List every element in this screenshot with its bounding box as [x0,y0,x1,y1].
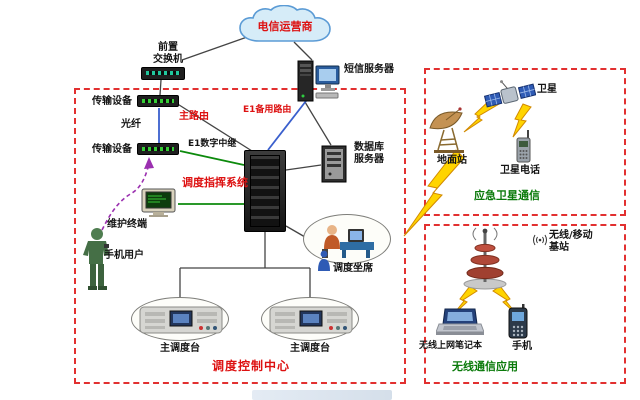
cloud-shape [239,4,331,42]
maintenance-terminal-icon [141,188,177,222]
satellite-phone-label: 卫星电话 [500,165,540,176]
console-ellipse-2 [261,297,359,341]
operator-person-icon [317,250,331,276]
dispatch-system-label: 调度指挥系统 [182,176,248,189]
dispatch-seat-label: 调度坐席 [333,263,373,274]
mobile-user-label: 手机用户 [104,250,144,261]
transmission-device-2 [137,143,179,155]
e1-backup-route-label: E1备用路由 [243,105,292,115]
ground-station-icon [426,106,480,158]
console-ellipse-1 [131,297,229,341]
wireless-comm-box [424,224,626,384]
mobile-phone-label: 手机 [512,341,532,352]
satellite-comm-box [424,68,626,216]
dispatch-seat-ellipse [303,214,391,264]
telecom-operator-label: 电信运营商 [257,20,313,33]
console-label-1: 主调度台 [160,343,200,354]
mobile-user-icon [78,226,116,296]
base-station-label: 无线/移动 基站 [549,230,593,253]
antenna-waves-icon [532,231,548,250]
sms-server-icon [296,58,342,108]
transmission-label-1: 传输设备 [92,96,132,107]
laptop-label: 无线上网笔记本 [419,341,483,351]
laptop-icon [435,308,485,342]
transmission-label-2: 传输设备 [92,144,132,155]
transmission-device-1 [137,95,179,107]
maintenance-terminal-label: 维护终端 [107,219,147,230]
e1-digital-trunk-label: E1数字中继 [188,139,237,149]
satellite-icon [483,78,537,116]
wireless-section-title: 无线通信应用 [452,360,518,373]
satellite-phone-icon [514,130,534,168]
ground-station-label: 地面站 [437,155,467,166]
server-rack [244,150,286,232]
main-route-label: 主路由 [179,111,209,122]
fiber-label: 光纤 [121,119,141,130]
console-icon-2 [269,306,353,334]
mobile-phone-icon [506,304,530,346]
sms-server-label: 短信服务器 [344,64,394,75]
front-switch-device [141,67,185,80]
satellite-section-title: 应急卫星通信 [474,189,540,202]
satellite-label: 卫星 [537,84,557,95]
database-server-label: 数据库 服务器 [354,142,384,165]
watermark [252,390,392,400]
front-switch-label: 前置 交换机 [153,42,183,65]
console-label-2: 主调度台 [290,343,330,354]
base-station-icon [456,226,514,296]
control-center-title: 调度控制中心 [212,359,291,373]
database-server-icon [320,144,348,188]
telecom-operator-cloud: 电信运营商 [235,4,335,45]
console-icon-1 [139,306,223,334]
